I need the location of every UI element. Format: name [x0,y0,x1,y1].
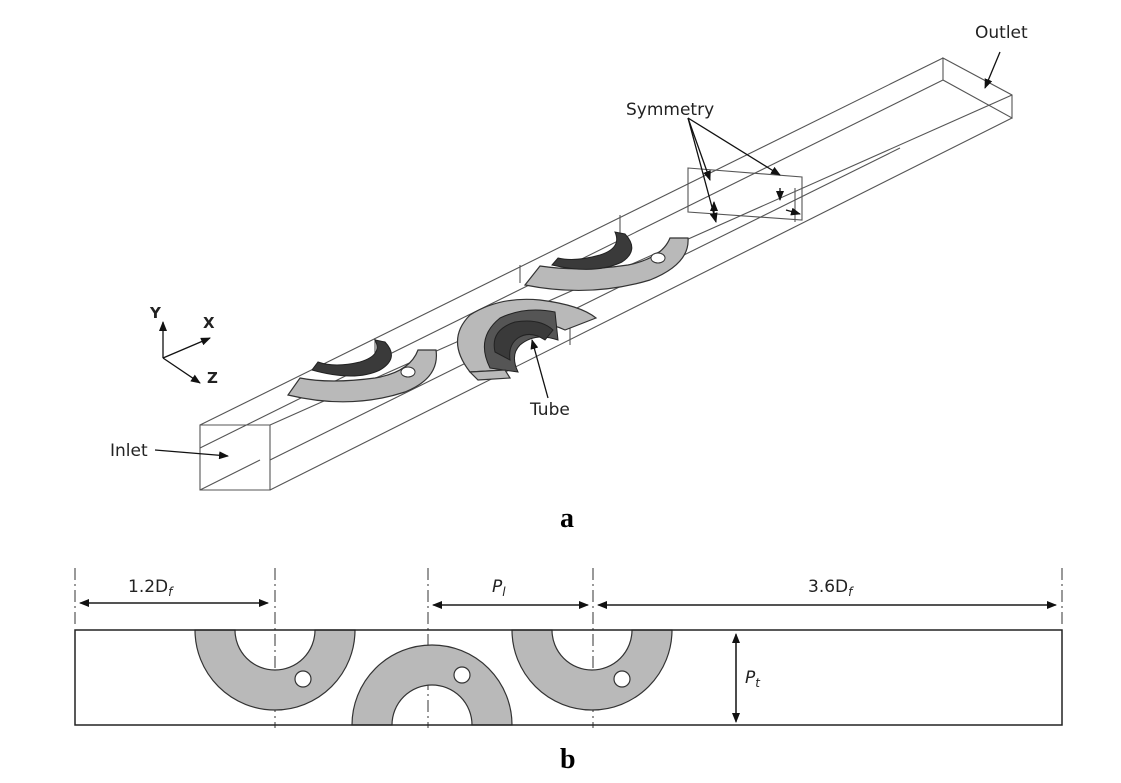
inlet-label: Inlet [110,441,148,461]
dim-offset-text: 1.2Df [128,577,174,599]
panel-a-3d-domain: Outlet Symmetry Tube Inlet Y X Z a [110,23,1028,534]
dim-pl-text: Pl [492,577,506,599]
panel-a-label: a [560,503,574,534]
hole-1 [294,670,312,688]
dim-pt-text: Pt [745,668,761,690]
symmetry-leader-3 [687,117,718,223]
axis-x-label: X [203,314,215,332]
axis-z-label: Z [207,369,218,387]
axis-y-label: Y [149,304,162,322]
symmetry-label: Symmetry [626,100,714,120]
hole-2 [453,666,471,684]
hole-3 [613,670,631,688]
tube-leader [530,339,549,399]
fin-b-2 [351,644,513,726]
fin-right [523,231,689,292]
outlet-leader [984,51,1001,89]
tube-label: Tube [529,400,570,420]
outlet-face [942,57,1013,119]
x-axis-arrow [162,337,211,359]
fin-b-3 [511,629,673,711]
symmetry-arrows [710,188,801,216]
panel-b-label: b [560,744,576,775]
symmetry-leader-2 [687,117,781,176]
symmetry-plane [687,167,803,221]
panel-b-top-view: 1.2Df Pl 3.6Df Pt b [74,568,1063,775]
channel-outline [74,629,1063,726]
fin-middle [457,298,598,381]
fin-b-1 [194,629,356,711]
symmetry-leader-1 [687,117,711,181]
fin-left [287,339,437,403]
z-axis-arrow [162,357,201,384]
inlet-face [199,424,271,491]
inlet-leader [154,449,229,460]
outlet-label: Outlet [975,23,1028,43]
axes-triad: Y X Z [149,304,218,387]
dim-outlet-text: 3.6Df [808,577,854,599]
